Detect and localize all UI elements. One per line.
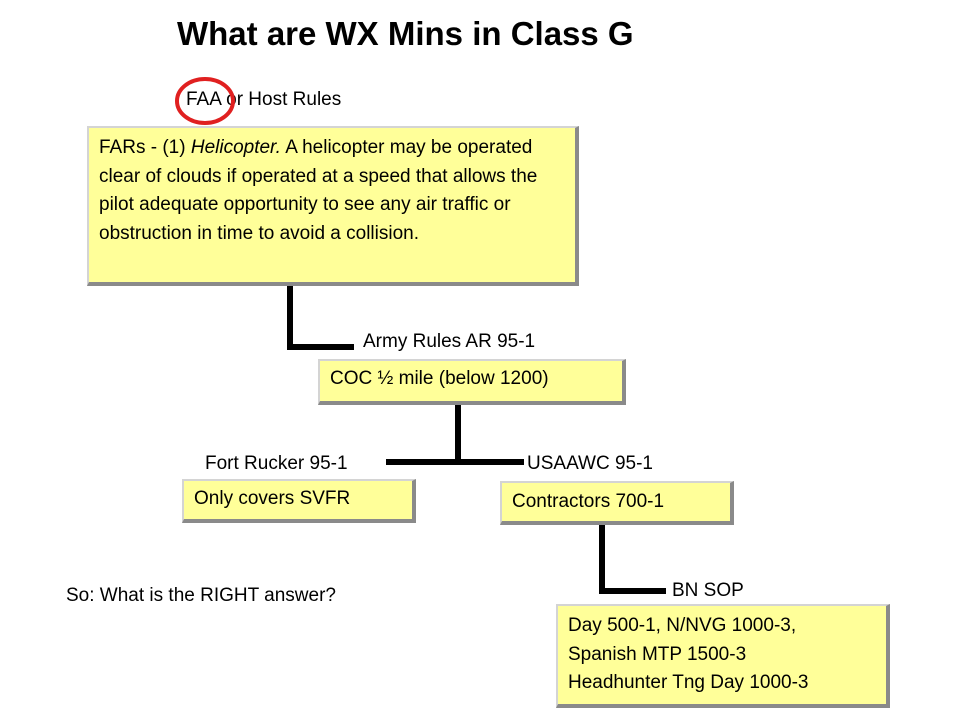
faa-rule-body: A helicopter may be operated clear of cl… — [99, 137, 538, 244]
faa-label: FAA or Host Rules — [186, 89, 342, 110]
connector-army-vertical — [455, 401, 461, 465]
army-rule-box: COC ½ mile (below 1200) — [318, 359, 626, 405]
connector-faa-vertical — [287, 282, 293, 350]
usaawc-text: Contractors 700-1 — [512, 491, 665, 512]
usaawc-box: Contractors 700-1 — [500, 481, 734, 525]
question-text: So: What is the RIGHT answer? — [66, 585, 336, 606]
connector-branch-horizontal — [386, 459, 524, 465]
fort-rucker-text: Only covers SVFR — [194, 488, 351, 509]
army-rule-text: COC ½ mile (below 1200) — [330, 368, 549, 389]
connector-usaawc-vertical — [599, 522, 605, 594]
bn-sop-label: BN SOP — [672, 580, 744, 601]
bn-sop-box: Day 500-1, N/NVG 1000-3, Spanish MTP 150… — [556, 604, 890, 708]
army-label: Army Rules AR 95-1 — [363, 331, 536, 352]
faa-rule-box: FARs - (1) Helicopter. A helicopter may … — [87, 126, 579, 286]
bn-sop-line-3: Headhunter Tng Day 1000-3 — [568, 672, 809, 693]
fort-rucker-label: Fort Rucker 95-1 — [205, 453, 348, 474]
bn-sop-line-1: Day 500-1, N/NVG 1000-3, — [568, 615, 797, 636]
usaawc-label: USAAWC 95-1 — [527, 453, 653, 474]
connector-faa-horizontal — [287, 344, 354, 350]
bn-sop-line-2: Spanish MTP 1500-3 — [568, 643, 747, 665]
page-title: What are WX Mins in Class G — [177, 15, 634, 52]
faa-rule-emphasis: Helicopter. — [190, 137, 281, 158]
faa-rule-lead: FARs - (1) — [99, 137, 191, 158]
fort-rucker-box: Only covers SVFR — [182, 479, 416, 523]
connector-usaawc-horizontal — [599, 588, 666, 594]
